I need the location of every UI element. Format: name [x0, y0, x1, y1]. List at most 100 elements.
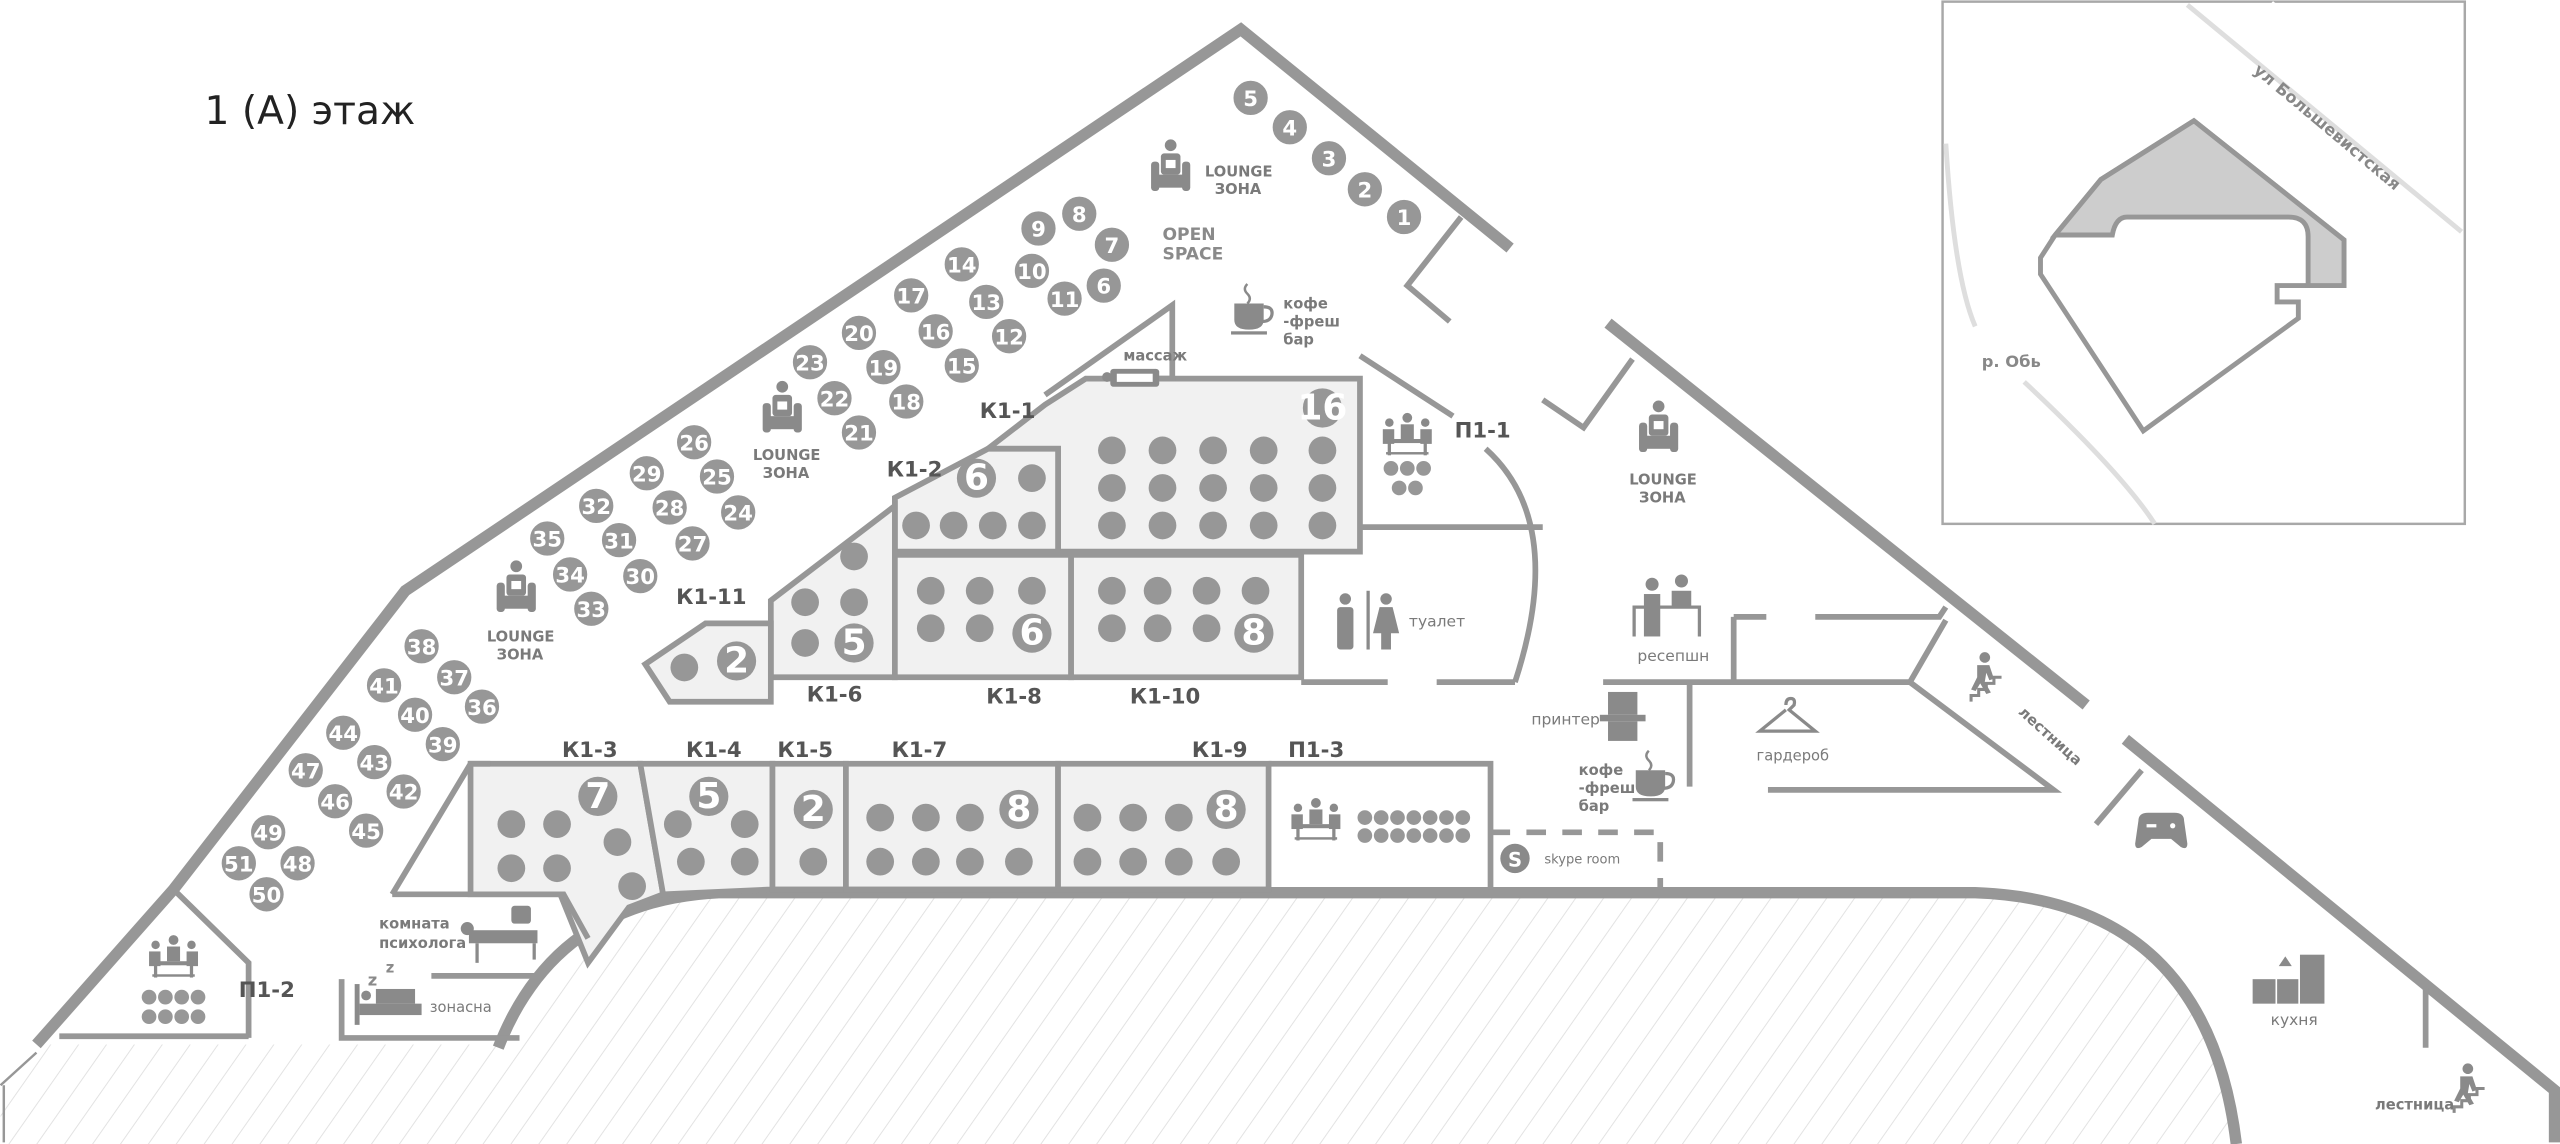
chair-dot [1098, 614, 1126, 643]
seat-28[interactable]: 28 [650, 488, 689, 527]
lounge-label-1: LOUNGE [487, 628, 555, 645]
svg-text:41: 41 [369, 675, 399, 700]
label-k1-9: К1-9 [1192, 738, 1248, 763]
seat-30[interactable]: 30 [621, 557, 660, 595]
seat-10[interactable]: 10 [1013, 252, 1051, 290]
lounge-icon [1639, 400, 1679, 453]
room-k1-6[interactable] [767, 500, 898, 681]
seat-1[interactable]: 1 [1385, 198, 1423, 236]
chair-dot [1073, 847, 1102, 876]
open-space-label-2: SPACE [1162, 244, 1223, 264]
capacity-badges: 16 6 2 5 6 8 7 5 2 8 8 [578, 387, 1347, 830]
seat-41[interactable]: 41 [365, 666, 403, 705]
seat-47[interactable]: 47 [286, 751, 325, 790]
river-line [1943, 143, 2157, 526]
inset-map: ул Большевистская р. Обь [1941, 0, 2467, 526]
svg-text:21: 21 [844, 422, 874, 447]
chair-dot [1073, 803, 1102, 832]
chair-dot [543, 854, 571, 883]
seat-18[interactable]: 18 [887, 382, 926, 421]
chair-dot [1249, 474, 1278, 502]
svg-text:4: 4 [1282, 116, 1297, 141]
gamepad-icon [2135, 812, 2188, 849]
seat-31[interactable]: 31 [600, 521, 638, 559]
seat-2[interactable]: 2 [1346, 170, 1384, 209]
seat-36[interactable]: 36 [463, 687, 501, 726]
lounge-icon [496, 560, 536, 612]
seat-6[interactable]: 6 [1084, 266, 1123, 305]
chair-dot [1143, 576, 1172, 605]
chair-dot [1241, 576, 1270, 605]
lounge-label-2: ЗОНА [497, 646, 544, 663]
seat-16[interactable]: 16 [916, 312, 955, 351]
svg-text:28: 28 [655, 497, 685, 522]
seat-38[interactable]: 38 [402, 627, 441, 666]
kitchen-label: кухня [2271, 1011, 2318, 1029]
seat-29[interactable]: 29 [628, 454, 666, 493]
chair-dot [497, 854, 526, 883]
seat-12[interactable]: 12 [990, 317, 1028, 355]
seat-17[interactable]: 17 [892, 276, 930, 315]
chair-dot [965, 576, 994, 605]
chair-dot [730, 810, 759, 839]
seat-43[interactable]: 43 [355, 743, 394, 781]
seat-33[interactable]: 33 [572, 589, 611, 628]
seat-11[interactable]: 11 [1045, 279, 1084, 318]
stairs-icon [2452, 1061, 2487, 1115]
seat-4[interactable]: 4 [1271, 108, 1309, 147]
seat-46[interactable]: 46 [316, 782, 354, 821]
svg-text:10: 10 [1017, 260, 1047, 285]
coffee-label-3: бар [1283, 331, 1314, 348]
svg-text:48: 48 [283, 852, 313, 877]
seat-19[interactable]: 19 [864, 348, 903, 386]
chair-dot [1308, 474, 1337, 502]
seat-8[interactable]: 8 [1060, 195, 1099, 233]
seat-35[interactable]: 35 [528, 519, 567, 558]
chair-dot [1192, 576, 1221, 605]
chair-dot [190, 1009, 206, 1025]
chair-dot [1192, 614, 1221, 643]
seat-32[interactable]: 32 [577, 487, 615, 525]
seat-21[interactable]: 21 [840, 413, 878, 452]
seat-34[interactable]: 34 [551, 555, 589, 594]
seat-51[interactable]: 51 [220, 844, 258, 883]
seat-40[interactable]: 40 [396, 696, 434, 734]
seat-39[interactable]: 39 [424, 725, 462, 763]
lounge-icon [1151, 139, 1191, 191]
seat-44[interactable]: 44 [324, 713, 363, 752]
seat-25[interactable]: 25 [698, 457, 736, 496]
seat-7[interactable]: 7 [1093, 226, 1131, 264]
seat-22[interactable]: 22 [815, 379, 854, 417]
seat-23[interactable]: 23 [791, 343, 829, 382]
chair-dot [190, 989, 206, 1005]
seat-20[interactable]: 20 [840, 314, 878, 352]
room-k1-2[interactable] [892, 445, 1061, 555]
seat-5[interactable]: 5 [1231, 79, 1270, 117]
seat-26[interactable]: 26 [675, 423, 713, 462]
seat-13[interactable]: 13 [967, 283, 1006, 321]
seat-48[interactable]: 48 [278, 844, 317, 883]
svg-text:33: 33 [577, 598, 607, 623]
seat-42[interactable]: 42 [384, 772, 423, 811]
chair-dot [158, 989, 173, 1005]
svg-text:6: 6 [1019, 613, 1044, 654]
seat-27[interactable]: 27 [673, 524, 712, 563]
seat-45[interactable]: 45 [347, 811, 385, 850]
label-p1-2: П1-2 [239, 978, 295, 1003]
seat-50[interactable]: 50 [247, 875, 286, 914]
seat-9[interactable]: 9 [1019, 209, 1058, 248]
seat-14[interactable]: 14 [943, 245, 981, 284]
seat-49[interactable]: 49 [249, 813, 287, 852]
chair-dot [1390, 810, 1405, 825]
street-line [2185, 3, 2464, 234]
chair-dots [141, 436, 1471, 1025]
psychologist-label-2: психолога [379, 935, 466, 952]
seat-3[interactable]: 3 [1310, 139, 1348, 178]
chair-dot [1199, 511, 1227, 540]
massage-label: массаж [1123, 348, 1187, 365]
seat-15[interactable]: 15 [943, 346, 981, 385]
svg-text:2: 2 [1357, 178, 1372, 203]
seat-24[interactable]: 24 [719, 493, 757, 532]
seat-37[interactable]: 37 [435, 658, 473, 697]
capacity-k1-2: 6 [956, 458, 997, 499]
